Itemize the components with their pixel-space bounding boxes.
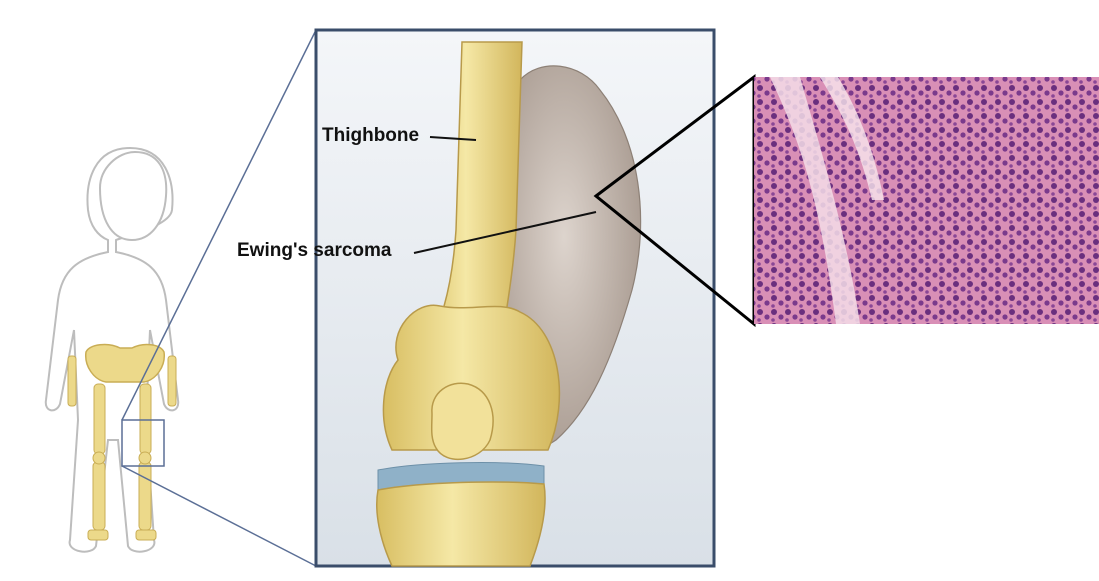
right-knee — [139, 452, 151, 464]
pelvis — [86, 345, 165, 382]
thighbone-label: Thighbone — [322, 125, 419, 147]
right-tibia — [139, 462, 151, 530]
right-arm-bone — [168, 356, 176, 406]
bone-detail-panel — [316, 30, 714, 566]
ewings-sarcoma-label: Ewing's sarcoma — [237, 240, 391, 262]
left-foot — [88, 530, 108, 540]
left-knee — [93, 452, 105, 464]
left-arm-bone — [68, 356, 76, 406]
child-head — [100, 152, 166, 240]
left-tibia — [93, 462, 105, 530]
tibia — [377, 482, 545, 566]
patella — [432, 383, 493, 459]
child-silhouette — [46, 148, 178, 552]
right-foot — [136, 530, 156, 540]
left-femur — [94, 384, 105, 454]
right-femur — [140, 384, 151, 454]
